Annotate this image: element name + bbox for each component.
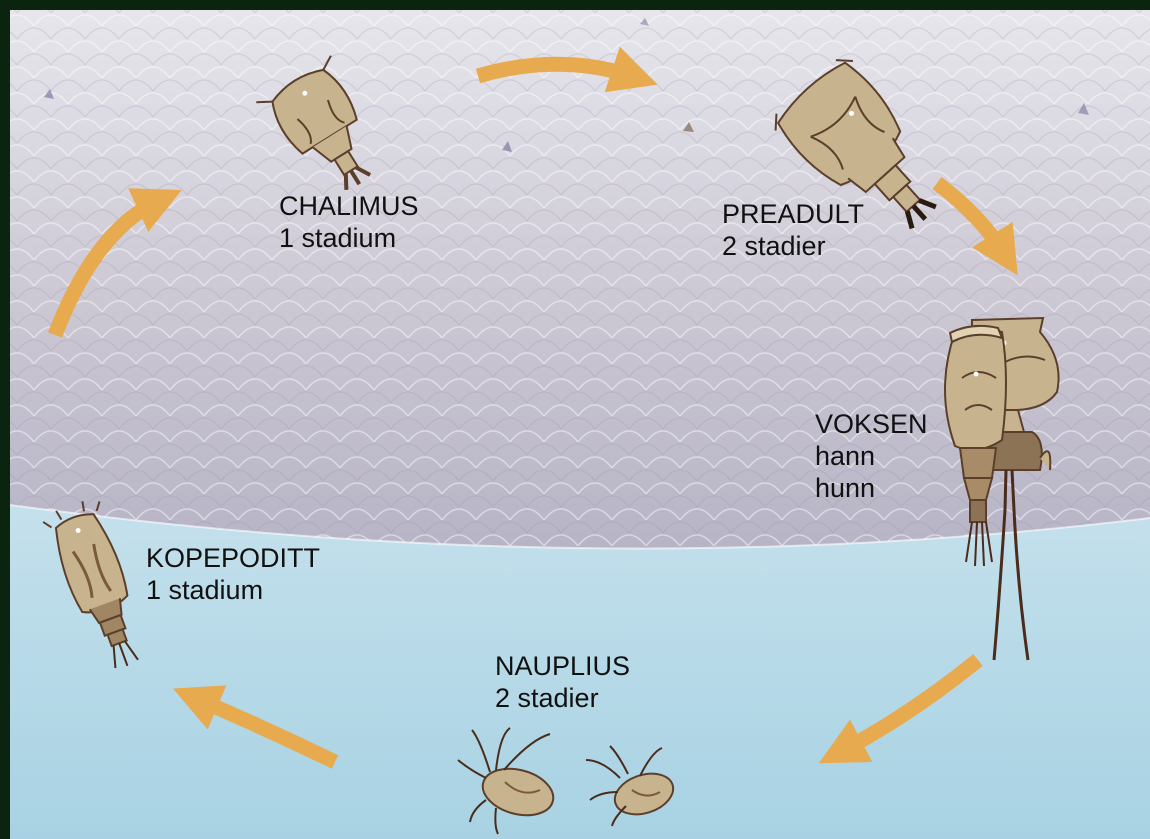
voksen-female: hunn — [815, 472, 928, 504]
nauplius-label: NAUPLIUS 2 stadier — [495, 650, 630, 714]
nauplius-name: NAUPLIUS — [495, 650, 630, 682]
voksen-label: VOKSEN hann hunn — [815, 408, 928, 504]
kopepoditt-name: KOPEPODITT — [146, 542, 320, 574]
voksen-male: hann — [815, 440, 928, 472]
voksen-name: VOKSEN — [815, 408, 928, 440]
preadult-name: PREADULT — [722, 198, 864, 230]
preadult-label: PREADULT 2 stadier — [722, 198, 864, 262]
chalimus-name: CHALIMUS — [279, 190, 419, 222]
kopepoditt-label: KOPEPODITT 1 stadium — [146, 542, 320, 606]
preadult-detail: 2 stadier — [722, 230, 864, 262]
nauplius-detail: 2 stadier — [495, 682, 630, 714]
kopepoditt-detail: 1 stadium — [146, 574, 320, 606]
chalimus-label: CHALIMUS 1 stadium — [279, 190, 419, 254]
chalimus-detail: 1 stadium — [279, 222, 419, 254]
